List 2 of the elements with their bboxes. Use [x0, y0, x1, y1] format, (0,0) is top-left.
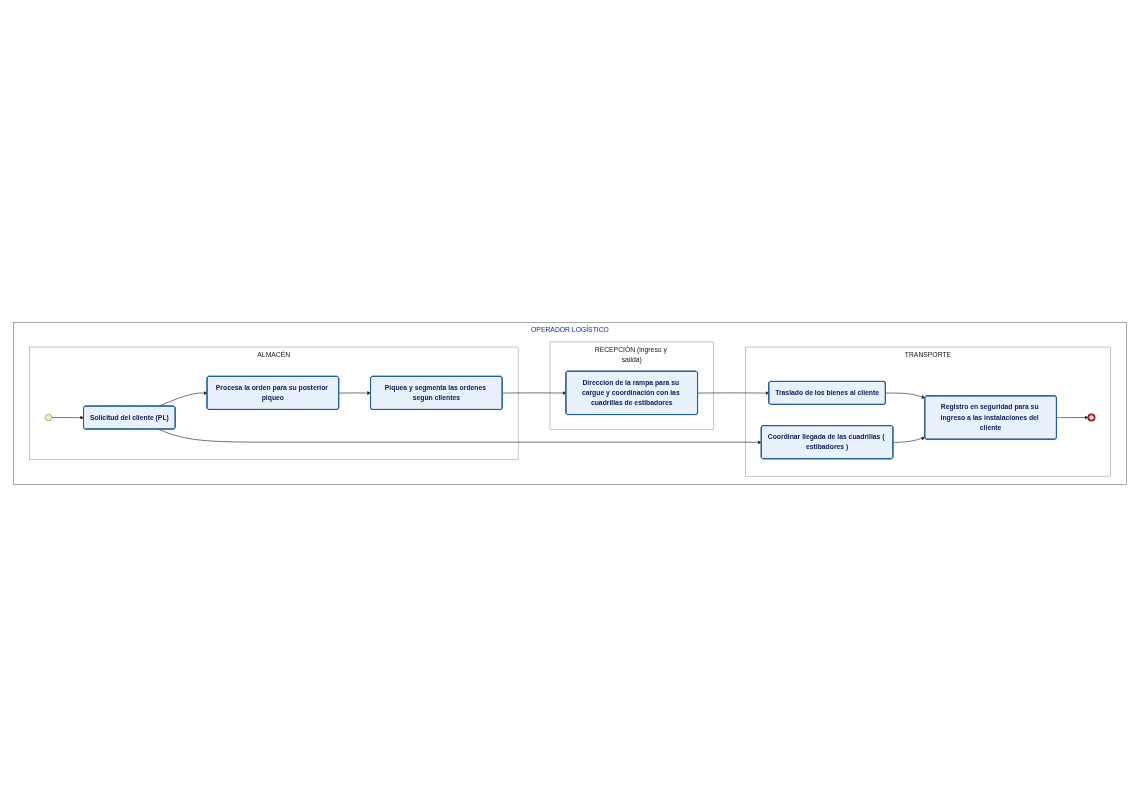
node-circle: [44, 413, 53, 422]
node-circle: [1087, 413, 1096, 422]
